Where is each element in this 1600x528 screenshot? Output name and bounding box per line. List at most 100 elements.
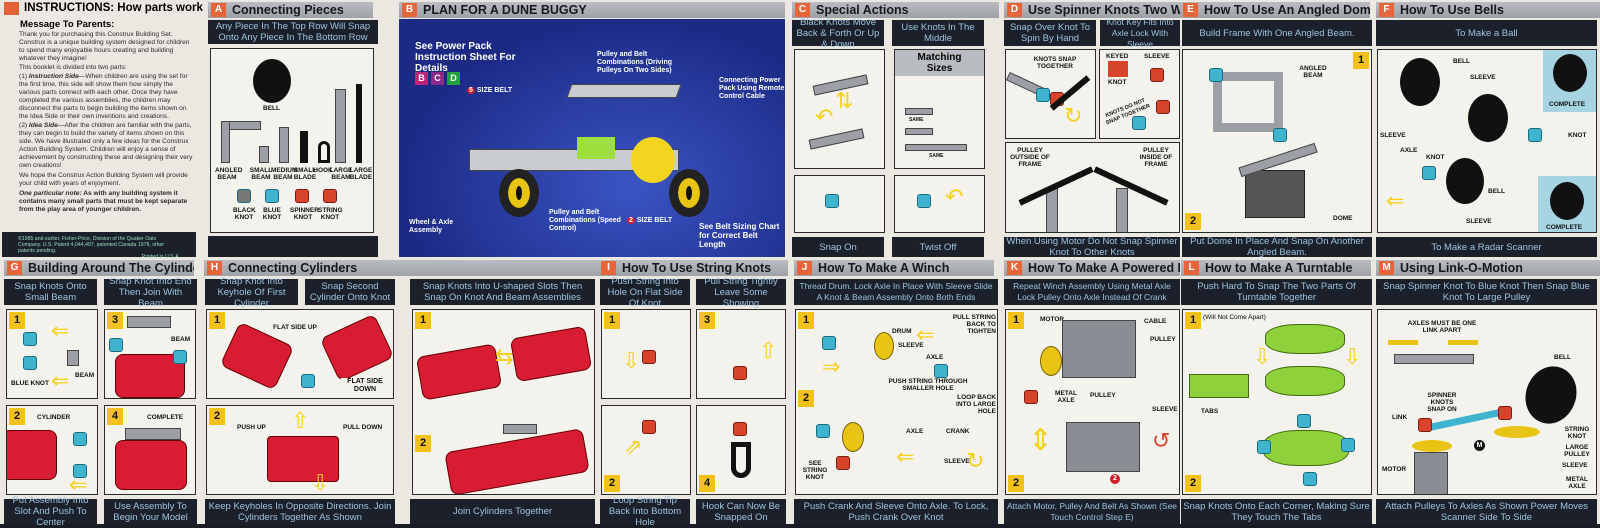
motor-shape	[1062, 320, 1136, 378]
cable-label: CABLE	[1144, 318, 1167, 325]
caption: Snap Second Cylinder Onto Knot	[305, 279, 395, 305]
link-o-motion-illustration: AXLES MUST BE ONE LINK APART BELL SPINNE…	[1377, 309, 1597, 495]
step-number: 2	[604, 475, 620, 492]
panel-letter: D	[1007, 3, 1022, 17]
knot-shape	[1297, 414, 1311, 428]
string-knot-shape	[323, 189, 337, 203]
flat-side-up-label: FLAT SIDE UP	[273, 324, 317, 331]
string-knot-shape	[642, 420, 656, 434]
item2-label: Idea Side	[28, 122, 58, 129]
string-step-3: 3⇧	[696, 309, 786, 399]
knot-shape	[109, 338, 123, 352]
intro-p1: Thank you for purchasing this Construx B…	[19, 31, 190, 62]
intro-note: One particular note: As with any buildin…	[19, 190, 195, 214]
step-number: 1	[415, 312, 431, 329]
arrow-icon: ↻	[966, 448, 985, 473]
hoist-illustration: 1 2 MOTOR CABLE PULLEY METAL AXLE PULLEY…	[1005, 309, 1180, 495]
caption-bottom: To Make a Radar Scanner	[1376, 237, 1597, 257]
ball-shape	[1553, 54, 1587, 92]
callout-c-bottom: Pulley and Belt Combinations (Speed Cont…	[549, 209, 621, 232]
will-not-come-apart-note: (Will Not Come Apart)	[1203, 314, 1266, 321]
panel-title: How To Make A Winch	[818, 261, 950, 275]
note-label: One particular note:	[19, 190, 82, 197]
step-number: 4	[699, 475, 715, 492]
cylinder-shape	[219, 321, 295, 391]
caption: Snap Knots Into U-shaped Slots Then Snap…	[410, 279, 595, 305]
item2-text: —After the children are familiar with th…	[19, 122, 193, 169]
push-up-label: PUSH UP	[237, 424, 266, 431]
step-number: 2	[1185, 213, 1201, 230]
pulley-label: PULLEY	[1090, 392, 1116, 399]
item2-num: (2)	[19, 122, 28, 129]
crank-label: CRANK	[946, 428, 970, 435]
step-3-illustration: 3 BEAM	[104, 309, 196, 399]
belt-number: 2	[1110, 474, 1120, 484]
panel-title: How To Use String Knots	[622, 261, 772, 275]
large-pulley-shape	[1494, 426, 1540, 438]
knot-label: KNOT	[1108, 79, 1127, 86]
axles-apart-label: AXLES MUST BE ONE LINK APART	[1407, 320, 1477, 334]
step-number: 2	[1008, 475, 1024, 492]
arrow-icon: ⇩	[311, 470, 330, 495]
knot-shape	[1528, 128, 1542, 142]
pull-string-label: PULL STRING BACK TO TIGHTEN	[952, 314, 996, 335]
item1-text: —When children are using the set for the…	[19, 73, 188, 120]
arrow-icon: ↻	[1064, 103, 1083, 128]
beam-shape	[905, 108, 933, 115]
beam-shape	[1394, 354, 1474, 364]
frame-shape	[1213, 72, 1283, 132]
cylinder-shape	[319, 313, 393, 383]
arrow-icon: ↶	[945, 184, 964, 209]
panel-letter: J	[797, 261, 812, 275]
black-knot-shape	[237, 189, 251, 203]
panel-title: Building Around The Cylinder	[28, 261, 194, 275]
spinner-knot-shape	[1150, 68, 1164, 82]
panel-title: How To Use Bells	[1400, 3, 1504, 17]
bell-label: BELL	[1453, 58, 1470, 65]
step-number: 3	[699, 312, 715, 329]
panel-letter: K	[1007, 261, 1022, 275]
arrow-icon: ⇐	[896, 444, 915, 469]
panel-letter: G	[7, 261, 22, 275]
part-label: MEDIUM BEAM	[271, 167, 298, 181]
pulley-shape	[1448, 340, 1478, 345]
knot-shape	[173, 350, 187, 364]
knot-label: SPINNER KNOT	[290, 207, 319, 221]
arrow-icon: ⇆	[495, 344, 514, 369]
sleeve-label: SLEEVE	[1152, 406, 1178, 413]
turntable-illustration: 1 (Will Not Come Apart) 2 ⇩ ⇩ TABS	[1182, 309, 1372, 495]
arrow-icon: ⇒	[822, 354, 841, 379]
caption-bottom: Join Cylinders Together	[410, 499, 595, 524]
caption-bottom: Snap On	[792, 237, 884, 257]
string-step-1: 1⇩	[601, 309, 691, 399]
spinner-knot-shape	[1156, 100, 1170, 114]
pulley-label: PULLEY	[1150, 336, 1176, 343]
arrow-icon: ⇧	[759, 338, 778, 363]
caption-bottom: Use Assembly To Begin Your Model	[104, 499, 197, 524]
string-knot-shape	[733, 422, 747, 436]
copyright-box: ©1985 and earlier, Fisher-Price, Divisio…	[2, 232, 196, 260]
caption: Thread Drum. Lock Axle In Place With Sle…	[794, 279, 998, 305]
sleeve-label: SLEEVE	[1380, 132, 1406, 139]
string-step-2: 2⇗	[601, 405, 691, 495]
step-number: 2	[798, 390, 814, 407]
panel-letter: F	[1379, 3, 1394, 17]
sleeve-label: SLEEVE	[898, 342, 924, 349]
arrow-icon: ⇐	[916, 322, 935, 347]
knot-shape	[73, 464, 87, 478]
buggy-photo: See Power Pack Instruction Sheet For Det…	[399, 19, 785, 257]
step-number: 2	[415, 435, 431, 452]
arrow-icon: ⇧	[291, 408, 310, 433]
angled-beam-leg	[221, 121, 230, 163]
belt2-label: 2 SIZE BELT	[627, 217, 672, 224]
dome-shape	[1245, 170, 1305, 218]
cylinder-shape	[267, 436, 339, 482]
